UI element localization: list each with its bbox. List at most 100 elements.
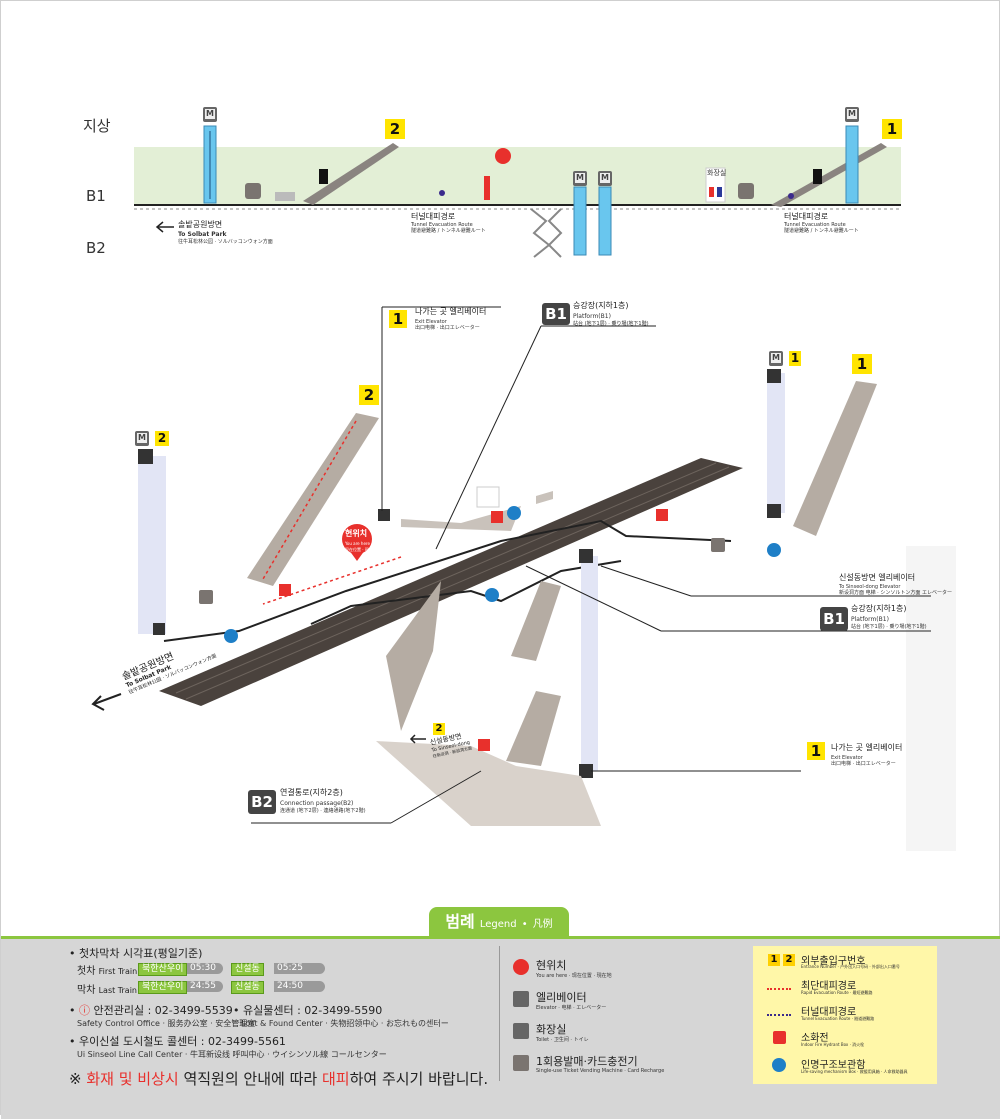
- elevator-cap-center: [579, 549, 593, 563]
- timetable-title-text: 첫차막차 시각표(평일기준): [79, 947, 203, 960]
- exit1-elev-badge: 1: [389, 310, 407, 328]
- legend-tunnel-route: 터널대피경로: [801, 1007, 857, 1018]
- you-are-here-marker: [342, 524, 372, 554]
- elevator-icon: [203, 107, 217, 122]
- first-d2: 신설동: [231, 963, 264, 976]
- you-are-here-person: [484, 176, 490, 200]
- stairs-down-right-2: [506, 691, 561, 766]
- first-train-en: First Train: [98, 967, 138, 976]
- legend-item-toilet-en: Toilet · 卫生间 · トイレ: [536, 1037, 589, 1043]
- map-drawing: [91, 306, 956, 851]
- legend-item-elevator-en: Elevator · 电梯 · エレベーター: [536, 1005, 607, 1011]
- ticket-machine-icon: [711, 538, 725, 552]
- legend-item-you-are-here-en: You are here · 现在位置 · 現在地: [536, 973, 612, 979]
- elevator-icon: [513, 991, 529, 1007]
- fade-panel: [906, 546, 956, 851]
- lifesaving-icon: [767, 543, 781, 557]
- notice-red-2: 대피: [321, 1070, 350, 1088]
- box-num-2: 2: [783, 954, 795, 966]
- legend-lifesaving: 인명구조보관함: [801, 1060, 866, 1071]
- toilet-female: [709, 187, 714, 197]
- last-train-label: 막차: [77, 985, 96, 996]
- call-center: • 우이신설 도시철도 콜센터 : 02-3499-5561: [69, 1035, 286, 1048]
- legend-title-en: Legend: [479, 919, 517, 930]
- direction-en: To Solbat Park: [178, 231, 227, 238]
- lost-found-en: Lost & Found Center · 失物招领中心 · お忘れもの센터ー: [241, 1019, 449, 1028]
- legend-fire-hydrant-en: Indoor Fire Hydrant Box · 消火栓: [801, 1042, 865, 1047]
- rail-1: [175, 462, 717, 694]
- platform-top-sub: 站台 (地下1层) · 乗り場(地下1階): [573, 321, 649, 327]
- track-bed: [159, 458, 743, 706]
- direction-label: 솔밭공원방면: [178, 220, 223, 229]
- b2-badge: B2: [248, 790, 276, 814]
- platform-top-en: Platform(B1): [573, 313, 611, 320]
- walkway-piece: [536, 491, 553, 504]
- exit-2-badge: 2: [359, 385, 379, 405]
- platform-right-sub: 站台 (地下1层) · 乗り場(地下1階): [851, 624, 927, 630]
- last-train-row: 막차 Last Train: [77, 981, 137, 996]
- elevator-cap-1: [767, 369, 781, 383]
- exit-1-badge: 1: [882, 119, 902, 139]
- elevator-shaft-right: [845, 125, 859, 204]
- elev-1-number: 1: [789, 351, 801, 366]
- platform-top-title: 승강장(지하1층): [573, 301, 629, 310]
- legend-divider: [499, 946, 500, 1081]
- level-ground: 지상: [83, 117, 111, 135]
- lifesaving-icon: [224, 629, 238, 643]
- elevator-icon: [135, 431, 149, 446]
- level-b1: B1: [86, 187, 106, 205]
- toilet-male: [717, 187, 722, 197]
- legend-entrance-number-en: Entrance Number · 户外出入口号码 · 外部出入口番号: [801, 964, 900, 969]
- leader-b2: [390, 770, 482, 824]
- gates-left: [275, 192, 295, 201]
- b2-sub: 连通道 (地下2层) · 連絡通路(地下2階): [280, 808, 366, 814]
- stairs-down-left: [386, 581, 441, 731]
- tunnel-route-sub-left: 隧道避難路 / トンネル避難ルート: [411, 228, 486, 234]
- direction-sinseol-badge: 2: [433, 723, 445, 735]
- tunnel-route-en-left: Tunnel Evacuation Route: [411, 222, 473, 228]
- legend-fire-hydrant: 소화전: [801, 1033, 829, 1044]
- platform-right-en: Platform(B1): [851, 616, 889, 623]
- elevator-icon: [845, 107, 859, 122]
- lost-found: • 유실물센터 : 02-3499-5590: [233, 1004, 383, 1017]
- leader-platform-top: [435, 325, 542, 550]
- elevator-shaft-1: [767, 373, 785, 513]
- tunnel-route-icon: [767, 1014, 791, 1016]
- left-arrow-head: [91, 695, 105, 711]
- notice-mid: 역직원의 안내에 따라: [178, 1070, 322, 1088]
- fire-hydrant-icon: [478, 739, 490, 751]
- stairs-b2-b: [547, 208, 563, 258]
- stairs-down-right: [511, 581, 561, 661]
- fire-hydrant-icon: [491, 511, 503, 523]
- toilet-icon: [513, 1023, 529, 1039]
- you-are-here-icon: [513, 959, 529, 975]
- elevator-shaft-mid-2: [598, 186, 612, 256]
- escalator-exit2: [303, 143, 399, 205]
- last-d1: 북한산우이: [138, 981, 188, 994]
- direction-arrow-head: [155, 221, 164, 233]
- you-are-here-tip: [349, 550, 365, 561]
- tunnel-route-label-left: 터널대피경로: [411, 212, 456, 221]
- first-d1: 북한산우이: [138, 963, 188, 976]
- ticket-machine-icon: [513, 1055, 529, 1071]
- lost-found-text: 유실물센터 : 02-3499-5590: [243, 1004, 383, 1017]
- legend-rapid-route-en: Rapid Evacuation Route · 最短避難路: [801, 990, 873, 995]
- timetable-title: • 첫차막차 시각표(평일기준): [69, 947, 203, 960]
- elevator-base-1: [767, 504, 781, 518]
- you-are-here-sub: 现在位置 · 現在地: [345, 547, 377, 552]
- exit1-elev-bottom-sub: 出口电梯 · 出口エレベーター: [831, 761, 896, 767]
- exit1-elev-bottom-en: Exit Elevator: [831, 755, 863, 761]
- b2-title: 연결통로(지하2층): [280, 788, 343, 797]
- stairs-b2: [530, 208, 551, 258]
- ground-band: [134, 147, 901, 205]
- leader-sinseol: [600, 565, 692, 597]
- you-are-here-label: 현위치: [345, 529, 368, 538]
- legend-lifesaving-en: Life-saving mechanism Box · 救援用具箱 · 人命救助…: [801, 1069, 908, 1074]
- legend-title-cn: 凡例: [532, 919, 553, 930]
- ticket-machine-right: [738, 183, 754, 199]
- tunnel-runner-left: [439, 190, 445, 196]
- sinseol-elev-en: To Sinseol-dong Elevator: [839, 584, 901, 590]
- you-are-here-pin: [495, 148, 511, 164]
- ticket-machine-left: [245, 183, 261, 199]
- safety-office-en: Safety Control Office · 服务办公室 · 安全管理室: [77, 1019, 256, 1028]
